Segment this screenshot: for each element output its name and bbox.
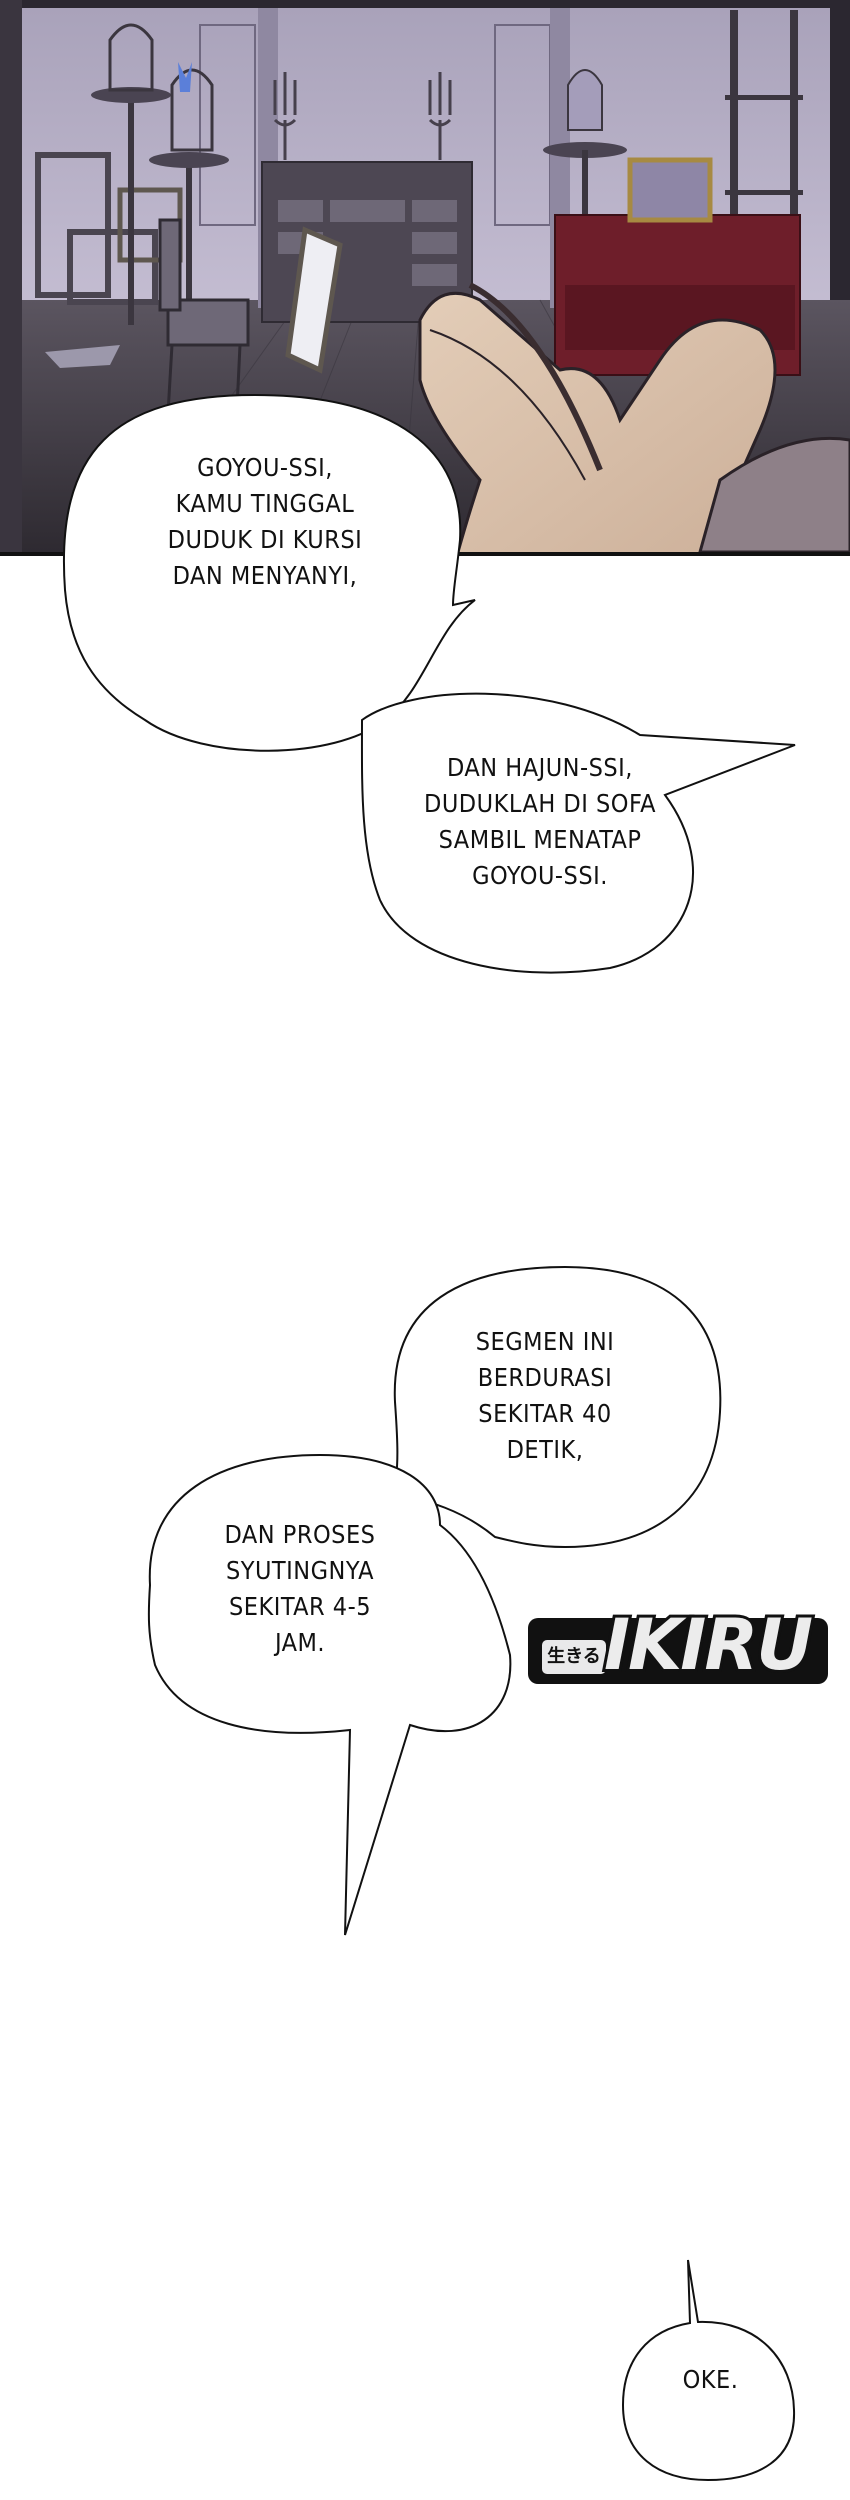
logo-jp-text: 生きる [542, 1640, 606, 1674]
speech-bubble-1-text: GOYOU-SSI, KAMU TINGGAL DUDUK DI KURSI D… [167, 453, 363, 590]
speech-bubble-2-text: DAN HAJUN-SSI, DUDUKLAH DI SOFA SAMBIL M… [424, 753, 656, 890]
speech-bubble-3: SEGMEN INI BERDURASI SEKITAR 40 DETIK, [385, 1262, 730, 1552]
speech-bubble-2-shape [360, 692, 796, 974]
speech-bubble-3-text: SEGMEN INI BERDURASI SEKITAR 40 DETIK, [475, 1327, 615, 1464]
ikiru-watermark-logo: 生きる IKIRU [528, 1600, 838, 1692]
speech-bubble-1-shape [63, 393, 476, 752]
speech-bubble-4-text: DAN PROSES SYUTINGNYA SEKITAR 4-5 JAM. [224, 1520, 376, 1657]
speech-bubble-1: GOYOU-SSI, KAMU TINGGAL DUDUK DI KURSI D… [55, 390, 476, 760]
speech-bubble-5-text: OKE. [682, 2365, 739, 2394]
speech-bubble-4: DAN PROSES SYUTINGNYA SEKITAR 4-5 JAM. [140, 1445, 520, 1940]
speech-bubble-5-shape [621, 2259, 796, 2482]
logo-word: IKIRU [601, 1601, 816, 1689]
speech-bubble-5: OKE. [618, 2259, 803, 2485]
speech-bubble-2: DAN HAJUN-SSI, DUDUKLAH DI SOFA SAMBIL M… [350, 690, 800, 975]
speech-bubble-4-shape [147, 1453, 512, 1936]
